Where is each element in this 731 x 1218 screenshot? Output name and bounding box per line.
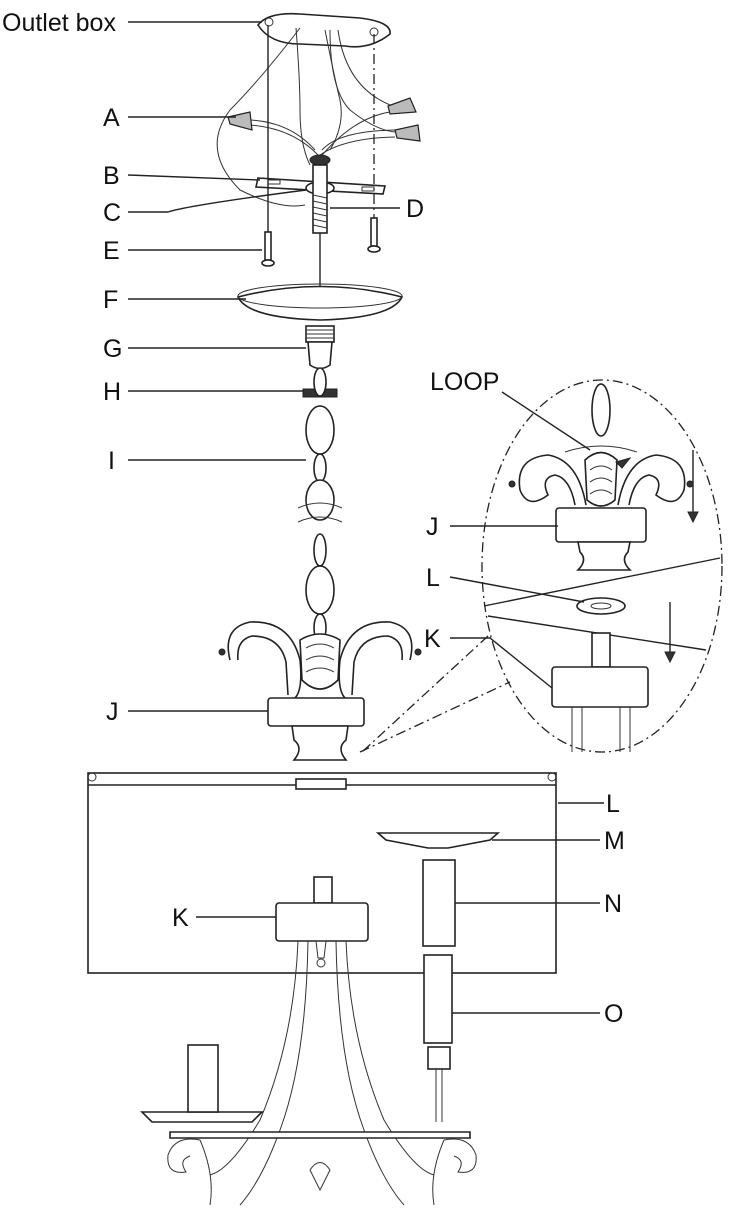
label-o: O xyxy=(604,1000,623,1028)
shade-frame-l xyxy=(87,772,557,974)
label-g: G xyxy=(103,335,122,363)
label-i: I xyxy=(108,447,115,475)
label-loop: LOOP xyxy=(430,368,499,396)
chain xyxy=(297,367,343,643)
lower-body-k xyxy=(275,876,369,968)
label-l: L xyxy=(606,790,620,818)
leader-lines xyxy=(127,21,604,1014)
detail-callout xyxy=(359,379,723,753)
label-d: D xyxy=(406,195,424,223)
label-j: J xyxy=(106,698,119,726)
wire-connector-a-right-bottom xyxy=(394,124,421,142)
bobeche-m xyxy=(375,832,501,849)
wire-connector-a-left xyxy=(227,111,253,131)
label-n: N xyxy=(604,890,622,918)
outlet-box xyxy=(257,12,391,48)
label-a: A xyxy=(103,104,120,132)
label-detail-k: K xyxy=(424,625,441,653)
label-b: B xyxy=(103,162,120,190)
label-k: K xyxy=(172,904,189,932)
center-body-j xyxy=(218,621,422,761)
label-e: E xyxy=(103,237,120,265)
label-m: M xyxy=(604,827,625,855)
label-detail-j: J xyxy=(426,513,439,541)
label-detail-l: L xyxy=(426,564,440,592)
wires xyxy=(216,27,401,207)
socket-tube-o xyxy=(423,954,453,1122)
label-f: F xyxy=(103,286,118,314)
threaded-nipple-d xyxy=(312,164,328,234)
label-outlet-box: Outlet box xyxy=(2,9,116,37)
candle-sleeve-n xyxy=(422,859,456,947)
label-c: C xyxy=(103,199,121,227)
canopy xyxy=(236,283,404,321)
wire-connector-a-right-top xyxy=(387,97,417,115)
mounting-screw-left xyxy=(261,231,275,267)
chandelier-arms xyxy=(140,940,477,1206)
mounting-screw-right xyxy=(367,217,381,253)
label-h: H xyxy=(103,378,121,406)
coupling-g xyxy=(305,325,335,370)
